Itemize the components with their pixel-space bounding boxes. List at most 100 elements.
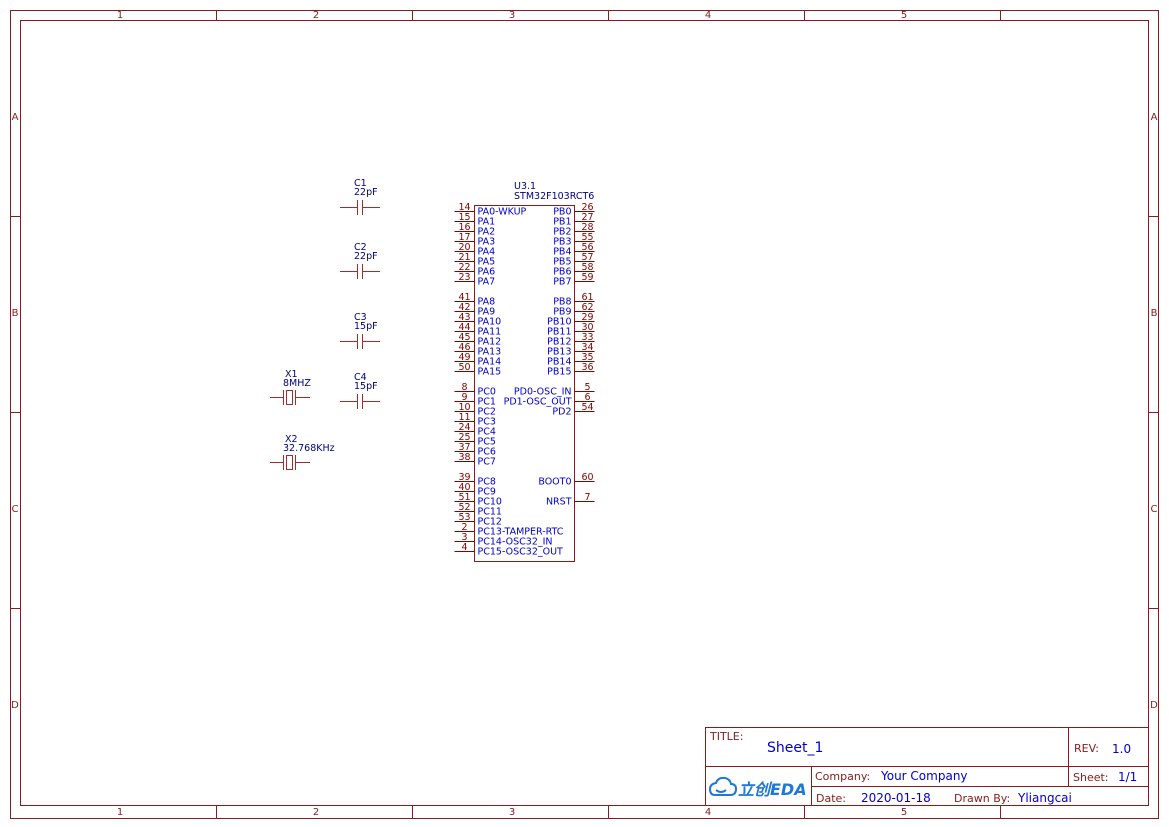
pin-number: 52 (458, 502, 470, 513)
frame-col-label-top: 4 (705, 10, 711, 21)
pin-name: BOOT0 (538, 477, 571, 488)
pin-number: 27 (581, 212, 593, 223)
pin-name: PB12 (547, 337, 571, 348)
pin-name: PC13-TAMPER-RTC (478, 527, 564, 538)
sheet-title: Sheet_1 (767, 740, 823, 756)
pin-name: PC7 (478, 457, 496, 468)
pin-name: PA11 (478, 327, 502, 338)
frame-col-label-top: 5 (901, 10, 907, 21)
pin-number: 43 (458, 312, 470, 323)
pin-name: PC4 (478, 427, 496, 438)
cloud-icon (708, 776, 738, 796)
pin-name: PC3 (478, 417, 496, 428)
pin-name: PA4 (478, 247, 496, 258)
drawn-by-label: Drawn By: (954, 792, 1010, 805)
pin-name: PA15 (478, 367, 502, 378)
rev-value: 1.0 (1112, 742, 1131, 756)
pin-number: 53 (458, 512, 470, 523)
pin-number: 11 (458, 412, 470, 423)
pin-name: PA7 (478, 277, 496, 288)
pin-number: 34 (581, 342, 593, 353)
pin-number: 25 (458, 432, 470, 443)
pin-name: PA13 (478, 347, 502, 358)
pin-name: NRST (546, 497, 572, 508)
pin-name: PA9 (478, 307, 496, 318)
pin-name: PA6 (478, 267, 496, 278)
frame-col-label-top: 1 (117, 10, 123, 21)
lceda-logo: 立创EDA (708, 776, 807, 799)
pin-number: 46 (458, 342, 470, 353)
capacitor-ref: C4 (354, 372, 367, 383)
frame-row-label-left: A (12, 112, 19, 123)
frame-row-label-right: D (1150, 700, 1158, 711)
pin-number: 24 (458, 422, 470, 433)
capacitor-value: 15pF (354, 381, 378, 392)
frame-col-label-top: 2 (313, 10, 319, 21)
capacitor-ref: C2 (354, 242, 367, 253)
pin-name: PB4 (553, 247, 571, 258)
pin-number: 16 (458, 222, 470, 233)
pin-name: PC14-OSC32_IN (478, 537, 553, 548)
pin-name: PA10 (478, 317, 502, 328)
pin-number: 57 (581, 252, 593, 263)
pin-name: PD0-OSC_IN (514, 387, 572, 398)
pin-name: PB6 (553, 267, 571, 278)
pin-name: PD2 (552, 407, 571, 418)
crystal-value: 32.768KHz (283, 443, 335, 454)
frame-row-label-left: C (12, 504, 19, 515)
pin-name: PA0-WKUP (478, 207, 527, 218)
logo-text: 立创EDA (738, 780, 807, 799)
pin-name: PC1 (478, 397, 496, 408)
pin-number: 39 (458, 472, 470, 483)
pin-number: 5 (584, 382, 590, 393)
pin-number: 59 (581, 272, 593, 283)
pin-number: 17 (458, 232, 470, 243)
frame-col-label-bottom: 4 (705, 807, 711, 818)
pin-number: 23 (458, 272, 470, 283)
pin-number: 22 (458, 262, 470, 273)
pin-name: PB1 (553, 217, 571, 228)
pin-name: PA14 (478, 357, 502, 368)
title-block: TITLE: Sheet_1 REV: 1.0 Company: Your Co… (705, 727, 1149, 806)
pin-name: PA3 (478, 237, 496, 248)
pin-number: 45 (458, 332, 470, 343)
pin-name: PB3 (553, 237, 571, 248)
pin-name: PB10 (547, 317, 571, 328)
pin-name: PC5 (478, 437, 496, 448)
pin-number: 58 (581, 262, 593, 273)
pin-number: 8 (461, 382, 467, 393)
pin-number: 35 (581, 352, 593, 363)
pin-name: PC2 (478, 407, 496, 418)
frame-col-label-top: 3 (509, 10, 515, 21)
rev-label: REV: (1074, 742, 1099, 755)
crystal-ref: X2 (285, 434, 298, 445)
sheet-label: Sheet: (1073, 771, 1109, 784)
pin-number: 26 (581, 202, 593, 213)
pin-name: PC0 (478, 387, 496, 398)
pin-name: PB2 (553, 227, 571, 238)
pin-number: 21 (458, 252, 470, 263)
frame-row-label-right: A (1151, 112, 1158, 123)
pin-name: PA12 (478, 337, 502, 348)
pin-name: PC12 (478, 517, 502, 528)
pin-name: PB14 (547, 357, 571, 368)
pin-name: PC15-OSC32_OUT (478, 547, 564, 558)
capacitor-value: 22pF (354, 187, 378, 198)
capacitor-value: 22pF (354, 251, 378, 262)
pin-number: 10 (458, 402, 470, 413)
pin-number: 40 (458, 482, 470, 493)
pin-number: 50 (458, 362, 470, 373)
pin-name: PA5 (478, 257, 496, 268)
pin-number: 55 (581, 232, 593, 243)
pin-number: 61 (581, 292, 593, 303)
